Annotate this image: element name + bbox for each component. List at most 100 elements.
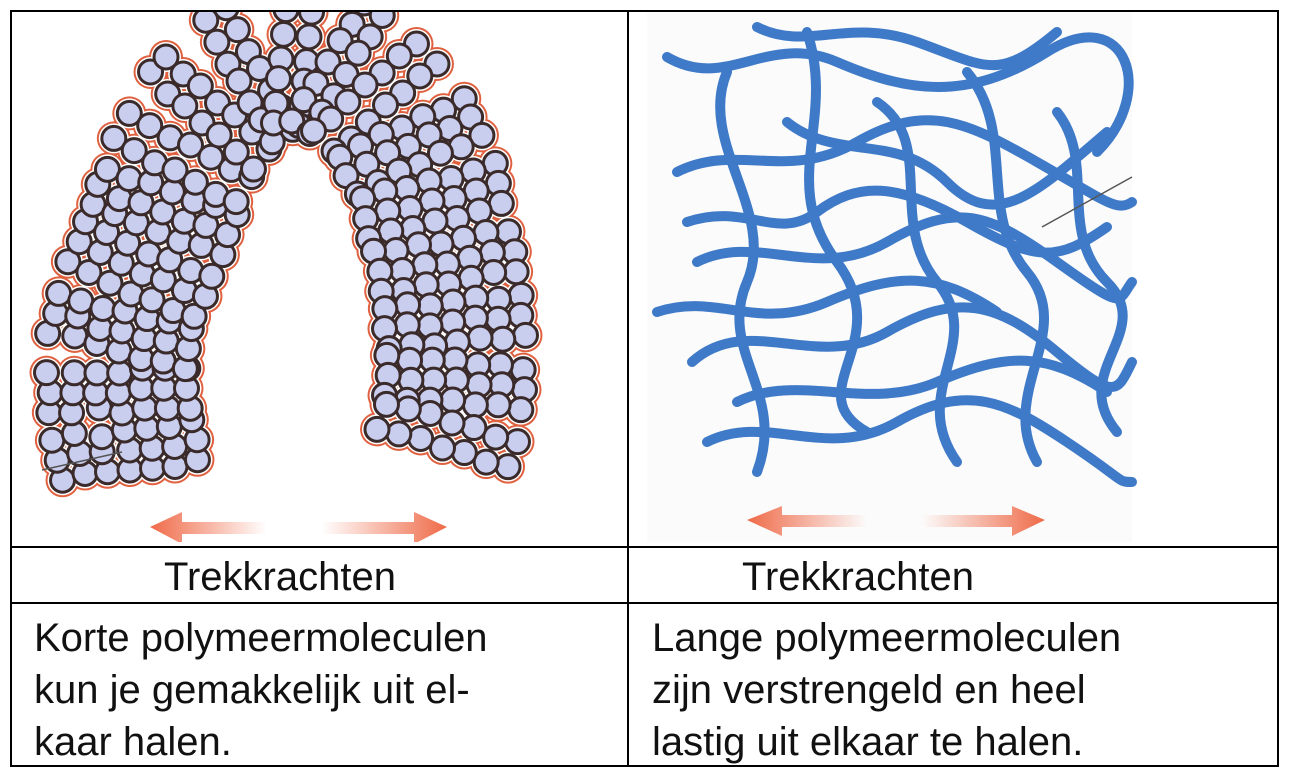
bead [326, 27, 354, 55]
bead [507, 396, 535, 424]
bead [186, 72, 214, 100]
bead [222, 188, 250, 216]
bead [489, 325, 517, 353]
bead [264, 65, 292, 93]
bead [205, 121, 233, 149]
bead [344, 39, 372, 67]
bead [480, 259, 508, 287]
bead [314, 48, 342, 76]
arrow-right-icon [922, 506, 1045, 536]
bead [460, 414, 488, 442]
bead [96, 269, 124, 297]
bead [278, 107, 306, 135]
bead [504, 428, 532, 456]
bead [177, 131, 204, 159]
bead [472, 448, 500, 476]
bead [482, 423, 510, 451]
bead [120, 137, 148, 165]
bead [421, 207, 449, 235]
bead [406, 62, 434, 90]
arrow-left-icon [150, 512, 267, 542]
left-caption: Trekkrachten [164, 555, 396, 599]
bead [363, 415, 391, 443]
bead [75, 258, 103, 286]
long-polymers-illustration [647, 12, 1137, 542]
bead [54, 248, 82, 276]
description-line: zijn verstrengeld en heel [652, 668, 1086, 712]
bead [385, 42, 413, 70]
bead [115, 165, 143, 193]
bead [298, 12, 326, 26]
bead [368, 12, 396, 29]
bead [115, 99, 143, 127]
bead [225, 67, 253, 95]
bead [60, 359, 88, 387]
bead [439, 386, 467, 414]
right-description: Lange polymeermoleculen zijn verstrengel… [652, 612, 1272, 768]
left-description: Korte polymeermoleculen kun je gemakkeli… [34, 612, 614, 768]
pointer-line [41, 451, 123, 471]
bead [372, 390, 400, 418]
description-line: kaar halen. [34, 720, 232, 764]
description-line: kun je gemakkelijk uit el- [34, 668, 470, 712]
bead [223, 16, 251, 44]
bead [385, 420, 413, 448]
column-divider [627, 12, 629, 765]
bead [88, 423, 116, 451]
bead [198, 262, 226, 290]
bead [502, 258, 530, 286]
description-line: Lange polymeermoleculen [652, 616, 1122, 660]
row-divider-description [12, 602, 1277, 604]
bead [171, 92, 199, 120]
bead [468, 121, 496, 149]
bead [487, 189, 515, 217]
bead [351, 71, 379, 99]
bead [272, 12, 300, 24]
bead [300, 117, 328, 145]
bead [67, 287, 95, 315]
description-line: lastig uit elkaar te halen. [652, 720, 1084, 764]
molecule-clusters [29, 12, 543, 498]
bead [270, 20, 298, 48]
bead [407, 424, 435, 452]
bead [334, 88, 362, 116]
polymer-chains [652, 22, 1137, 487]
bead [511, 321, 539, 349]
bead [484, 391, 512, 419]
bead [450, 439, 478, 467]
bead [394, 395, 422, 423]
description-line: Korte polymeermoleculen [34, 616, 488, 660]
arrow-left-icon [747, 506, 867, 536]
bead [38, 426, 66, 454]
bead [136, 112, 164, 140]
bead [438, 409, 466, 437]
bead [429, 434, 456, 462]
bead [106, 359, 134, 387]
bead [239, 155, 267, 183]
bead [203, 28, 231, 56]
bead [161, 156, 189, 184]
short-polymers-illustration [29, 12, 543, 542]
bead [181, 168, 209, 196]
bead [290, 86, 318, 114]
pointer-line [1041, 176, 1133, 228]
comparison-table: Trekkrachten Trekkrachten Korte polymeer… [10, 10, 1279, 767]
arrow-right-icon [322, 512, 447, 542]
bead [45, 279, 73, 307]
bead [494, 453, 522, 481]
bead [372, 91, 399, 119]
bead [466, 324, 494, 352]
bead [461, 391, 489, 419]
bead [192, 12, 220, 34]
bead [83, 359, 111, 387]
right-caption: Trekkrachten [742, 555, 974, 599]
bead [33, 359, 61, 387]
bead [152, 43, 180, 71]
bead [180, 302, 208, 330]
bead [222, 138, 250, 166]
bead [416, 399, 444, 427]
row-divider-caption [12, 546, 1277, 548]
bead [426, 139, 454, 167]
bead [89, 294, 117, 322]
bead [138, 286, 166, 314]
